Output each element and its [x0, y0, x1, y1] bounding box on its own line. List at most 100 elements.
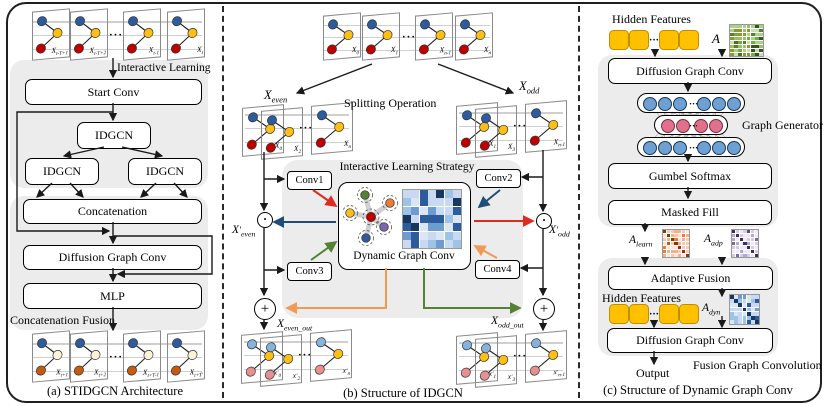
- matrix-cell: [747, 230, 751, 234]
- graph-card-label: Xt+T′: [189, 367, 203, 380]
- graph-card-label: Xn-1: [553, 137, 565, 149]
- matrix-cell: [739, 233, 743, 238]
- neuron-node: [727, 140, 741, 155]
- graph-card-nodes: [529, 108, 559, 146]
- matrix-cell: [730, 316, 734, 320]
- matrix-cell: [681, 233, 686, 238]
- matrix-cell: [403, 240, 411, 248]
- ellipsis: ···: [402, 31, 417, 43]
- graph-card-label: Xt: [196, 45, 203, 57]
- matrix-cell: [755, 316, 759, 320]
- matrix-cell: [751, 307, 755, 312]
- graph-card: X2: [261, 107, 303, 160]
- matrix-cell: [759, 52, 763, 56]
- graph-generator-label: Graph Generator: [742, 118, 823, 132]
- ellipsis: ···: [689, 143, 699, 153]
- matrix-cell: [678, 233, 682, 238]
- neuron-node: [694, 118, 708, 133]
- matrix-cell: [754, 237, 758, 242]
- matrix-cell: [750, 230, 755, 234]
- graph-card-label: Xn-1: [439, 45, 451, 58]
- diffusion-graph-conv-c2-box: Diffusion Graph Conv: [607, 328, 773, 353]
- matrix-cell: [742, 320, 747, 324]
- matrix-cell: [738, 25, 742, 29]
- x-odd-out-label: Xodd_out: [491, 315, 524, 330]
- matrix-cell: [742, 311, 747, 316]
- graph-card-nodes: [418, 19, 446, 55]
- matrix-cell: [747, 245, 751, 250]
- matrix-cell: [742, 48, 747, 53]
- graph-card-nodes: [326, 19, 354, 55]
- matrix-cell: [755, 303, 759, 308]
- graph-card-nodes: [265, 115, 295, 153]
- timeline-rail: [459, 369, 563, 371]
- timeline-rail: [245, 141, 349, 143]
- masked-fill-label: Masked Fill: [661, 205, 719, 219]
- matrix-cell: [759, 44, 763, 49]
- matrix-cell: [685, 241, 689, 246]
- matrix-cell: [678, 249, 682, 254]
- matrix-cell: [678, 241, 682, 246]
- diffusion-graph-conv-a-box: Diffusion Graph Conv: [23, 245, 202, 270]
- graph-card-label: Xn: [343, 138, 351, 151]
- matrix-cell: [403, 215, 411, 223]
- conv1-box: Conv1: [287, 171, 332, 190]
- matrix-cell: [444, 215, 453, 223]
- matrix-cell: [746, 52, 751, 56]
- matrix-cell: [453, 231, 461, 240]
- timeline-rail: [33, 34, 202, 36]
- idgcn-left-box: IDGCN: [25, 158, 99, 185]
- matrix-cell: [755, 28, 759, 33]
- graph-card: x′n: [310, 329, 352, 382]
- timeline-rail: [459, 112, 563, 114]
- matrix-cell: [663, 241, 667, 246]
- matrix-cell: [732, 241, 736, 246]
- matrix-cell: [411, 206, 420, 215]
- matrix-cell: [681, 245, 686, 250]
- matrix-cell: [750, 52, 755, 56]
- matrix-cell: [732, 249, 736, 254]
- neuron-node: [712, 140, 726, 155]
- matrix-cell: [743, 233, 747, 238]
- matrix-cell: [734, 307, 738, 312]
- x-even-prime-label: X′even: [232, 224, 256, 239]
- matrix-cell: [755, 52, 759, 56]
- timeline-rail: [33, 356, 202, 358]
- x-odd-prime-label: X′odd: [549, 224, 570, 239]
- matrix-cell: [759, 40, 763, 45]
- matrix-cell: [403, 223, 411, 232]
- matrix-cell: [746, 44, 751, 49]
- matrix-cell: [746, 320, 751, 324]
- odot-left-glyph: •: [263, 215, 267, 224]
- matrix-cell: [666, 230, 670, 234]
- matrix-cell: [735, 249, 739, 254]
- matrix-cell: [730, 44, 734, 49]
- matrix-cell: [444, 190, 453, 198]
- matrix-cell: [685, 249, 689, 254]
- matrix-cell: [734, 40, 738, 45]
- matrix-cell: [453, 240, 461, 248]
- graph-card-label: X2: [293, 143, 301, 156]
- matrix-cell: [738, 320, 743, 324]
- matrix-cell: [750, 245, 755, 250]
- matrix-cell: [730, 36, 734, 41]
- matrix-cell: [746, 316, 751, 320]
- matrix-cell: [751, 299, 755, 303]
- graph-card-label: x′2: [292, 371, 300, 383]
- matrix-cell: [742, 28, 747, 33]
- matrix-cell: [755, 307, 759, 312]
- generator-layer: ···: [637, 93, 745, 113]
- matrix-cell: [436, 240, 445, 248]
- a-adp-label: Aadp: [704, 233, 723, 248]
- matrix-cell: [746, 307, 751, 312]
- matrix-cell: [436, 231, 445, 240]
- timeline-rail: [459, 355, 563, 357]
- matrix-cell: [734, 295, 738, 299]
- diffusion-graph-conv-c2-label: Diffusion Graph Conv: [636, 333, 744, 347]
- dynamic-adjacency-heatmap: [402, 189, 462, 249]
- matrix-cell: [730, 320, 734, 324]
- matrix-cell: [453, 223, 461, 232]
- graph-card: Xt-1: [123, 8, 161, 61]
- x-even-out-label: Xeven_out: [277, 318, 313, 333]
- matrix-cell: [738, 32, 742, 37]
